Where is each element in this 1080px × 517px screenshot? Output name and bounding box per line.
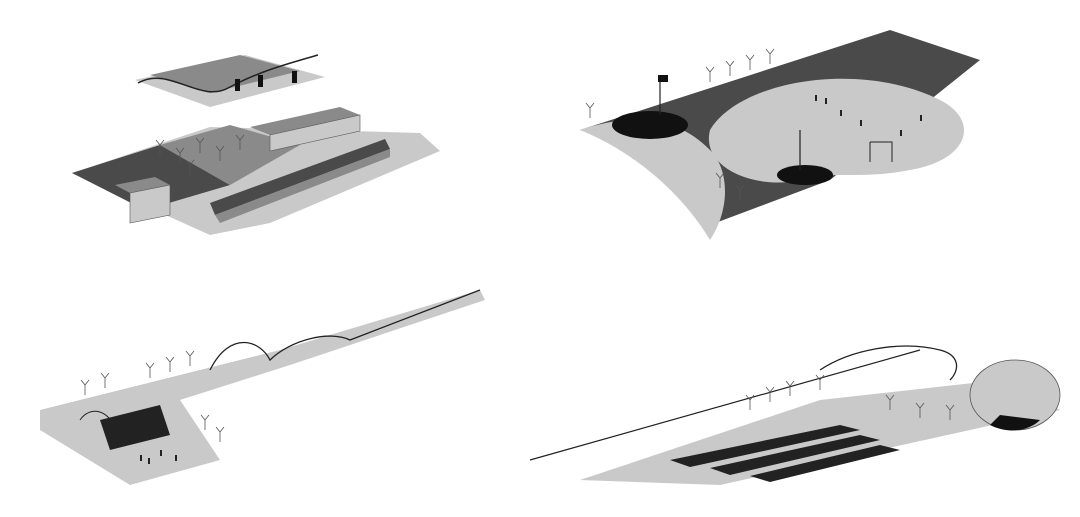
panel-top-right-park-plaza — [560, 20, 1000, 250]
tree-row — [745, 374, 955, 420]
upper-roof — [150, 55, 300, 93]
box-cluster-left — [115, 177, 171, 224]
people — [140, 450, 177, 464]
tree-group — [155, 134, 245, 175]
upper-curve-line — [137, 54, 319, 93]
dark-seat — [990, 415, 1040, 431]
people — [815, 95, 922, 136]
door — [258, 75, 263, 87]
drawing-long-building — [40, 289, 485, 485]
goal-frame — [869, 141, 893, 162]
drawing-terraced-amphitheater — [529, 345, 1061, 485]
edge-line — [529, 349, 921, 461]
tree-row — [80, 350, 225, 442]
box-cluster-right — [250, 107, 361, 152]
mid-lawn — [160, 125, 300, 185]
long-building-side — [215, 149, 390, 223]
dark-lawn — [72, 145, 230, 210]
canopy-curve — [819, 345, 958, 381]
light-path — [580, 119, 725, 240]
tree-row — [585, 48, 775, 200]
dark-pool — [777, 165, 833, 185]
curve-wall — [79, 410, 116, 431]
drawing-courtyard-buildings — [72, 54, 440, 235]
door — [235, 79, 240, 91]
roof-line — [209, 289, 481, 371]
panel-top-left-courtyard-buildings — [60, 35, 480, 245]
terrace-bands — [670, 425, 900, 482]
dark-pavilion — [100, 405, 170, 450]
drawing-park-plaza — [580, 30, 980, 240]
panel-bottom-left-long-building — [30, 270, 500, 500]
panel-bottom-right-terraced-amphitheater — [520, 320, 1070, 500]
flag — [658, 75, 668, 82]
ground-strip — [40, 290, 485, 485]
plaza-surface — [708, 78, 964, 183]
door — [292, 71, 297, 83]
long-building — [210, 139, 390, 215]
dark-pond — [612, 111, 688, 139]
